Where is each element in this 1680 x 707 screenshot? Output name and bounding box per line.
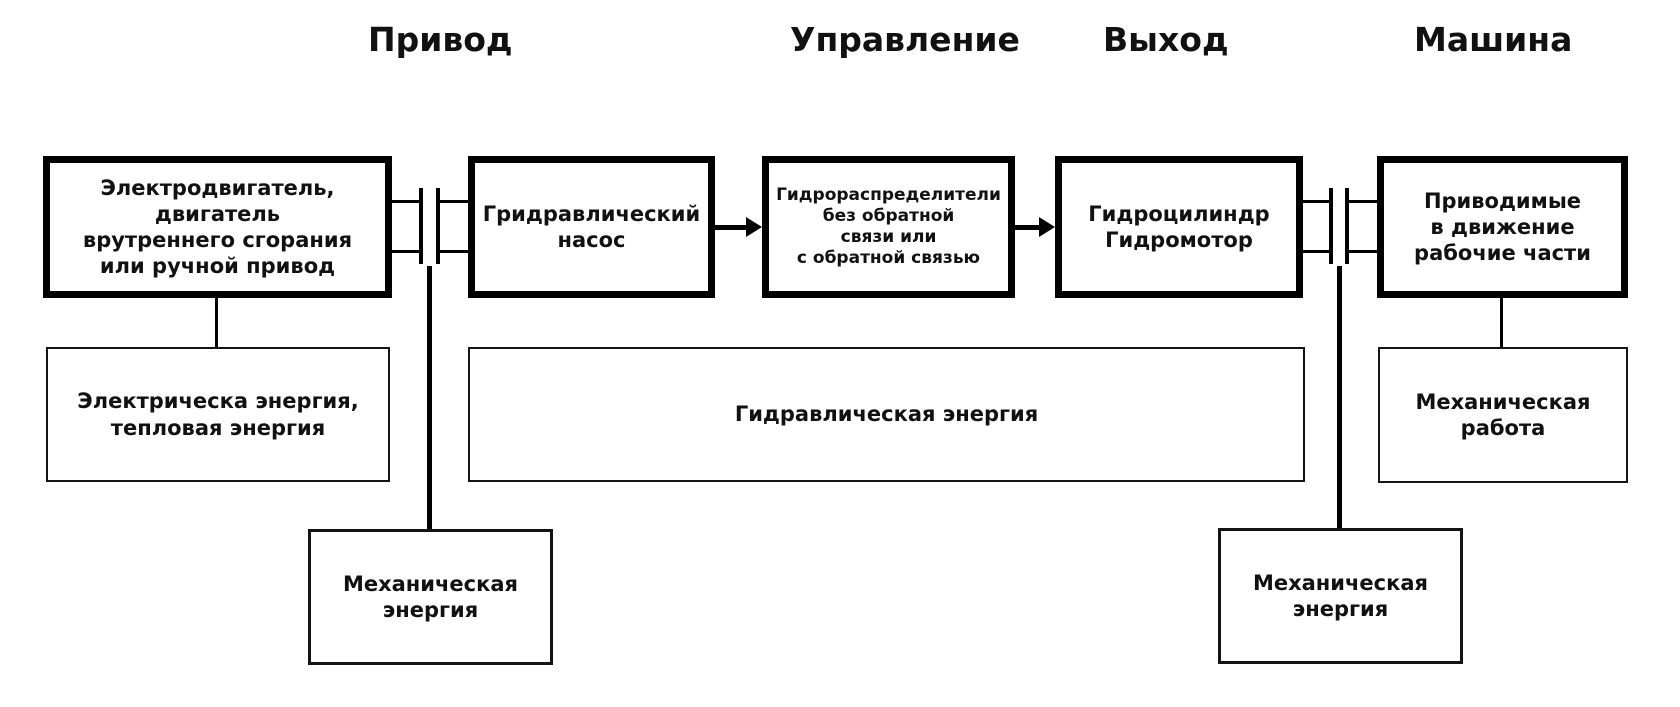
- header-machine: Машина: [1414, 20, 1573, 59]
- box-mechanical-energy-right: Механическая энергия: [1218, 528, 1463, 664]
- box-mechanical-work: Механическая работа: [1378, 347, 1628, 483]
- header-output: Выход: [1103, 20, 1229, 59]
- coupling-link-line: [1349, 200, 1377, 203]
- block-valves: Гидрораспределители без обратной связи и…: [762, 156, 1015, 298]
- block-working-parts: Приводимые в движение рабочие части: [1377, 156, 1628, 298]
- block-drive-source: Электродвигатель, двигатель врутреннего …: [43, 156, 392, 298]
- header-control: Управление: [790, 20, 1020, 59]
- box-mechanical-energy-left: Механическая энергия: [308, 529, 553, 665]
- block-hydraulic-pump: Гридравлический насос: [468, 156, 715, 298]
- box-electrical-thermal-energy: Электрическа энергия, тепловая энергия: [46, 347, 390, 482]
- coupling-link-line: [392, 250, 419, 253]
- coupling-link-line: [1303, 250, 1329, 253]
- coupling-link-line: [440, 250, 468, 253]
- mechanical-energy-drop-line-right: [1337, 266, 1342, 528]
- arrow-shaft: [1015, 225, 1041, 230]
- header-drive: Привод: [368, 20, 513, 59]
- connector-drive-to-electrical: [215, 298, 218, 347]
- coupling-bar: [1345, 188, 1349, 264]
- coupling-link-line: [392, 200, 419, 203]
- coupling-link-line: [1303, 200, 1329, 203]
- coupling-link-line: [1349, 250, 1377, 253]
- mechanical-energy-drop-line-left: [427, 266, 432, 529]
- coupling-bar: [419, 188, 423, 264]
- connector-machine-to-work: [1500, 298, 1503, 347]
- arrow-shaft: [715, 225, 748, 230]
- coupling-bar: [436, 188, 440, 264]
- coupling-link-line: [440, 200, 468, 203]
- block-actuator: Гидроцилиндр Гидромотор: [1055, 156, 1303, 298]
- arrow-head-icon: [1039, 217, 1055, 237]
- box-hydraulic-energy: Гидравлическая энергия: [468, 347, 1305, 482]
- arrow-head-icon: [746, 217, 762, 237]
- coupling-bar: [1329, 188, 1333, 264]
